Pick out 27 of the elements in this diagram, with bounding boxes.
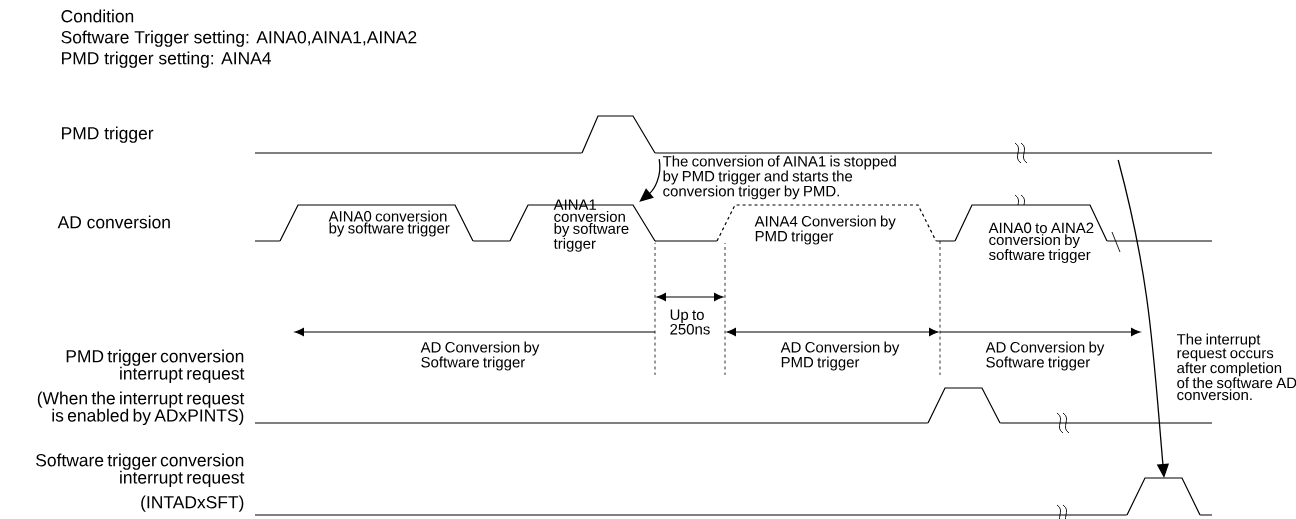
signal-name: PMD trigger conversion interrupt request [66,349,245,384]
node-label: software trigger [989,249,1091,263]
signal-name: (INTADxSFT) [141,495,244,512]
signal-name: Software trigger conversion interrupt request [36,453,245,488]
pulse: AINA4 Conversion by PMD trigger [716,204,937,245]
node-label: AINA1 conversion by software trigger [553,199,629,252]
pulse [581,115,656,155]
node-label: AINA4 Conversion by PMD trigger [754,215,896,245]
span-label: AD Conversion by Software trigger [985,341,1105,371]
pulse [1126,477,1201,517]
curved-arrow [639,158,661,202]
condition-text: Software Trigger setting: AINA0,AINA1,AINA2 [61,30,417,47]
note-text: The interrupt request occurs after completion of the software AD conversion. [1176,333,1296,401]
signal-name: AD conversion [57,215,170,229]
pulse: AINA0 conversion by software trigger [279,204,474,243]
heading-text: Condition [61,9,134,23]
note-text: The conversion of AINA1 is stopped by PMD trigger and starts the conversion trigger by PMD. [662,155,896,200]
pulse [927,387,1001,425]
dimension-label: Up to 250ns [670,309,710,335]
condition-text: PMD trigger setting: AINA4 [62,51,271,68]
span-label: AD Conversion by PMD trigger [780,341,900,371]
span-label: AD Conversion by Software trigger [420,341,540,371]
pulse: AINA1 conversion by software trigger [509,199,656,252]
signal-name: PMD trigger [62,126,154,143]
signal-name: (When the interrupt request is enabled by ADxPINTS) [37,391,245,426]
node-label: AINA0 conversion by software trigger [328,210,450,237]
pulse: AINA0 to AINA2 conversion by software trigger [954,204,1108,263]
